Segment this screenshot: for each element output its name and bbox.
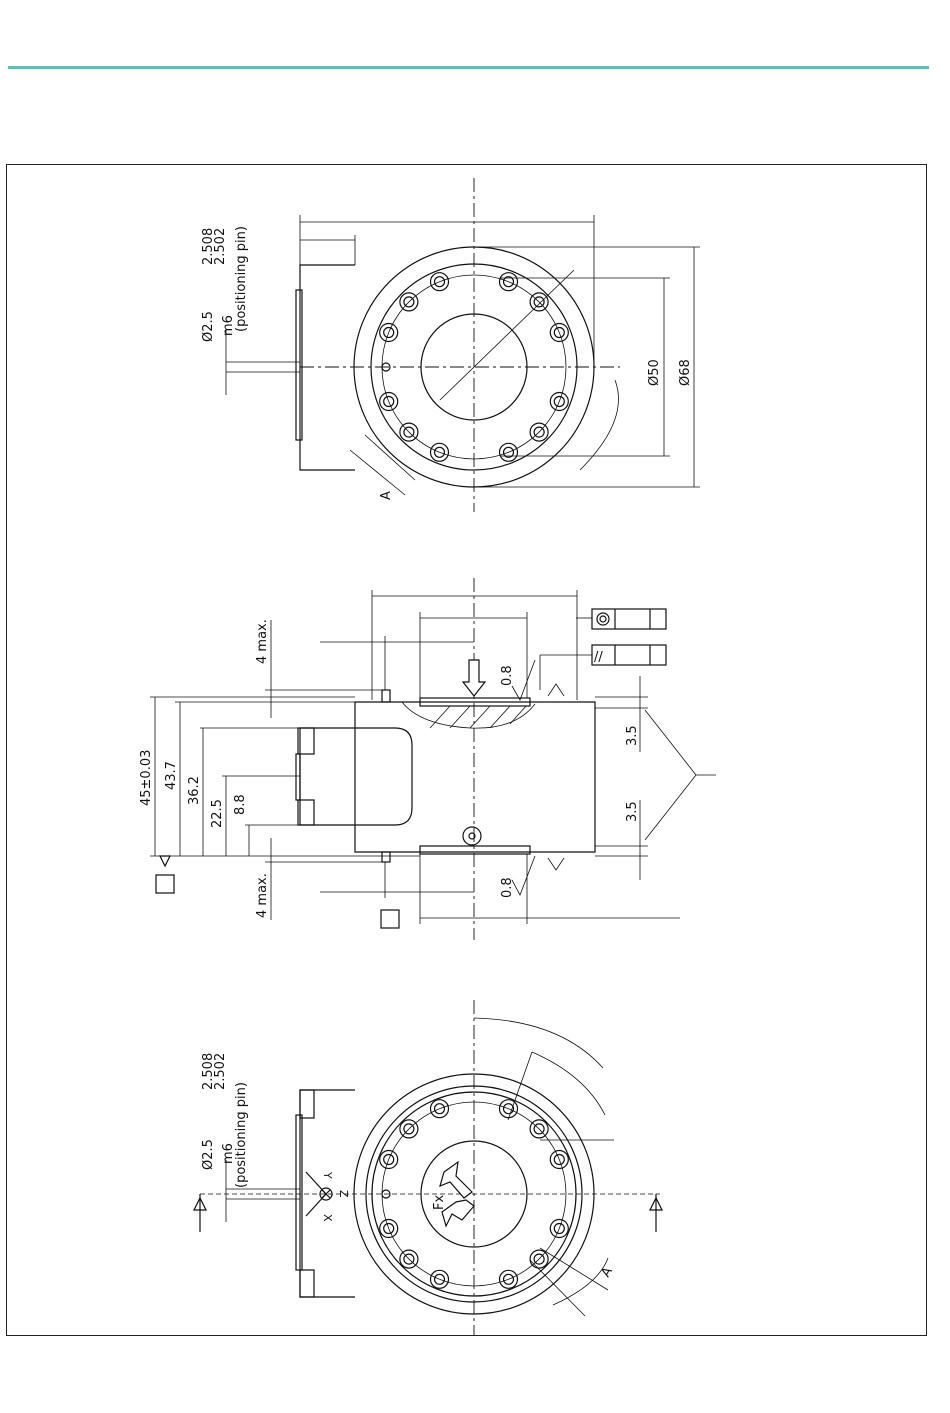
dim-22-5-label: 22.5 (210, 799, 225, 828)
side-body (355, 702, 595, 852)
dim-3-5-top-label: 3.5 (625, 725, 640, 746)
roughness-bottom-label: 0.8 (500, 877, 515, 898)
top-connector-body (300, 265, 355, 470)
dim-8-8-label: 8.8 (233, 794, 248, 815)
dim-43-7-label: 43.7 (164, 761, 179, 790)
dim-45-label: 45±0.03 (139, 750, 154, 806)
datum-triangle (160, 856, 170, 866)
fx-arrow-up (440, 1162, 472, 1198)
top-view (226, 178, 700, 512)
bottom-pin-note: (positioning pin) (234, 1082, 249, 1188)
bottom-pin-tol-lower: 2.502 (213, 1053, 228, 1090)
dim-36-2-label: 36.2 (187, 776, 202, 805)
parallel-symbol: // (594, 650, 603, 665)
dim-4max-bottom-label: 4 max. (255, 873, 270, 918)
bottom-pin-diameter: Ø2.5 (201, 1139, 216, 1170)
top-pin-diameter: Ø2.5 (201, 311, 216, 342)
side-bottom-pin (382, 852, 390, 862)
top-pin-note: (positioning pin) (234, 226, 249, 332)
datum-box-bottom (381, 910, 399, 928)
axis-y-label: Y (321, 1171, 334, 1179)
side-bottom-flange (420, 846, 530, 854)
roughness-mark-bottom (512, 856, 535, 895)
top-diagonal-centerline (440, 270, 574, 400)
concentricity-icon (597, 613, 609, 625)
top-angle-arc (580, 380, 618, 470)
axis-z-label: Z (337, 1190, 350, 1198)
top-section-marker: A (379, 491, 394, 500)
dim-d50-label: Ø50 (647, 359, 662, 386)
dim-d68-label: Ø68 (678, 359, 693, 386)
roughness-mark-top (512, 660, 535, 700)
side-view (150, 578, 716, 940)
side-connector (300, 728, 412, 825)
datum-box-left (156, 875, 174, 893)
fx-label: Fx (432, 1195, 447, 1210)
axis-x-label: X (321, 1214, 334, 1222)
dim-3-5-bottom-label: 3.5 (625, 801, 640, 822)
fcf-concentricity (592, 609, 666, 629)
fcf-parallelism (592, 645, 666, 665)
top-pin-tol-lower: 2.502 (213, 228, 228, 265)
dim-4max-top-label: 4 max. (255, 619, 270, 664)
bottom-section-marker: A (598, 1265, 615, 1280)
bottom-view (194, 1000, 662, 1335)
bottom-angle-arc-3 (553, 1258, 608, 1305)
side-force-arrow (463, 660, 485, 696)
side-screw (463, 827, 481, 845)
roughness-top-label: 0.8 (500, 665, 515, 686)
side-top-pin (382, 690, 390, 702)
bottom-angle-arc-1 (474, 1018, 603, 1068)
top-connector-plug (296, 290, 302, 440)
bottom-angle-arc-2 (532, 1052, 605, 1115)
